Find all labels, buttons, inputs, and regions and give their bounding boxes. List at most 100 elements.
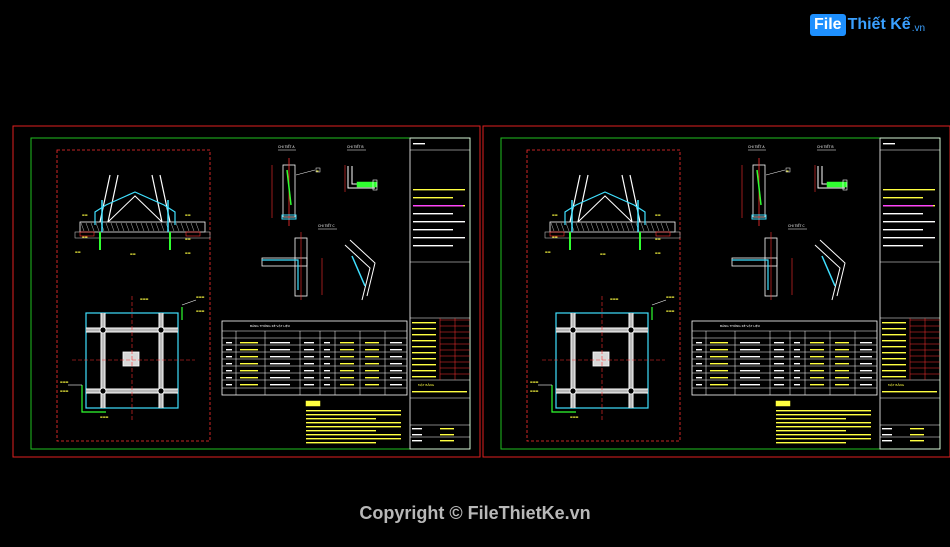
notes-title xyxy=(305,400,321,407)
slab-hatch xyxy=(650,222,655,232)
table-cell xyxy=(240,356,258,358)
slab-hatch xyxy=(655,222,660,232)
detail-c-diag-cyan xyxy=(351,255,366,287)
slab-hatch xyxy=(155,222,160,232)
slab-hatch xyxy=(85,222,90,232)
notes-line xyxy=(776,418,846,420)
table-cell xyxy=(810,384,824,386)
table-cell xyxy=(810,363,824,365)
table-cell xyxy=(835,342,849,344)
tb-text xyxy=(882,434,892,436)
table-cell xyxy=(794,370,800,372)
detail-c-diagonal xyxy=(814,244,841,301)
table-cell xyxy=(696,370,702,372)
logo-box: File xyxy=(810,14,846,36)
table-cell xyxy=(794,356,800,358)
detail-a-rod xyxy=(756,169,762,206)
leg-right-inner xyxy=(621,174,633,223)
table-cell xyxy=(304,377,314,379)
column-node xyxy=(99,387,107,395)
slab-hatch xyxy=(195,222,200,232)
table-cell xyxy=(835,377,849,379)
tb-role xyxy=(882,370,906,372)
notes-line xyxy=(306,410,401,412)
tb-text xyxy=(412,434,422,436)
notes-line xyxy=(776,434,871,436)
slab-hatch xyxy=(590,222,595,232)
table-cell xyxy=(835,363,849,365)
plate-outline xyxy=(94,191,176,225)
hatch-block xyxy=(185,231,201,237)
section-region xyxy=(526,149,681,442)
table-cell xyxy=(774,349,784,351)
table-title: BẢNG THỐNG KÊ VẬT LIỆU xyxy=(720,323,760,328)
table-cell xyxy=(304,342,314,344)
tb-text xyxy=(882,440,892,442)
table-cell xyxy=(860,342,872,344)
detail-a-rod xyxy=(286,169,292,206)
table-cell xyxy=(860,363,872,365)
slab-hatch xyxy=(555,222,560,232)
table-cell xyxy=(710,363,728,365)
center-pad xyxy=(592,351,610,367)
table-cell xyxy=(740,356,760,358)
dim-label: ▬▬ xyxy=(82,235,88,239)
table-cell xyxy=(270,377,290,379)
table-cell xyxy=(710,342,728,344)
table-cell xyxy=(740,377,760,379)
table-cell xyxy=(340,349,354,351)
table-cell xyxy=(696,356,702,358)
title-block: MẶT BẰNG xyxy=(879,137,941,450)
dim-label: ▬▬ xyxy=(185,213,191,217)
detail-c-diagonal xyxy=(344,244,371,301)
slab-hatch xyxy=(665,222,670,232)
slab-hatch xyxy=(135,222,140,232)
table-cell xyxy=(226,363,232,365)
table-cell xyxy=(240,342,258,344)
tb-text xyxy=(440,428,454,430)
notes-line xyxy=(306,414,401,416)
table-cell xyxy=(340,377,354,379)
plan-label: ▬▬▬ xyxy=(530,380,539,384)
tb-text xyxy=(910,434,924,436)
table-cell xyxy=(774,384,784,386)
tb-text xyxy=(412,428,422,430)
table-cell xyxy=(365,377,379,379)
detail-a-leader xyxy=(765,169,786,176)
detail-b-weld xyxy=(826,181,848,188)
table-cell xyxy=(390,363,402,365)
foundation-strip xyxy=(544,231,681,239)
table-cell xyxy=(340,356,354,358)
tb-role xyxy=(412,346,436,348)
table-cell xyxy=(794,384,800,386)
tb-role xyxy=(882,352,906,354)
table-cell xyxy=(696,377,702,379)
slab-hatch xyxy=(125,222,130,232)
slab-hatch xyxy=(80,222,85,232)
detail-b: CHI TIẾT B xyxy=(344,143,378,192)
tb-sheet-name: MẶT BẰNG xyxy=(418,382,435,387)
notes-line xyxy=(776,442,846,444)
dim-label: ▬▬ xyxy=(130,252,136,256)
slab-hatch xyxy=(175,222,180,232)
tb-text xyxy=(413,189,465,191)
slab-hatch xyxy=(120,222,125,232)
sheet-border xyxy=(12,125,481,458)
center-pad xyxy=(122,351,140,367)
detail-b-angle-inner xyxy=(821,166,845,185)
table-cell xyxy=(365,363,379,365)
table-cell xyxy=(835,384,849,386)
table-cell xyxy=(860,370,872,372)
slab-hatch xyxy=(115,222,120,232)
tb-sheet-name: MẶT BẰNG xyxy=(888,382,905,387)
table-cell xyxy=(226,370,232,372)
slab-hatch xyxy=(190,222,195,232)
detail-c-diag-cyan xyxy=(821,255,836,287)
notes-line xyxy=(306,426,401,428)
table-cell xyxy=(390,370,402,372)
site-logo: File Thiết Kế .vn xyxy=(810,10,925,40)
table-cell xyxy=(860,384,872,386)
table-cell xyxy=(270,349,290,351)
tb-text xyxy=(883,213,923,215)
tb-text xyxy=(413,237,465,239)
